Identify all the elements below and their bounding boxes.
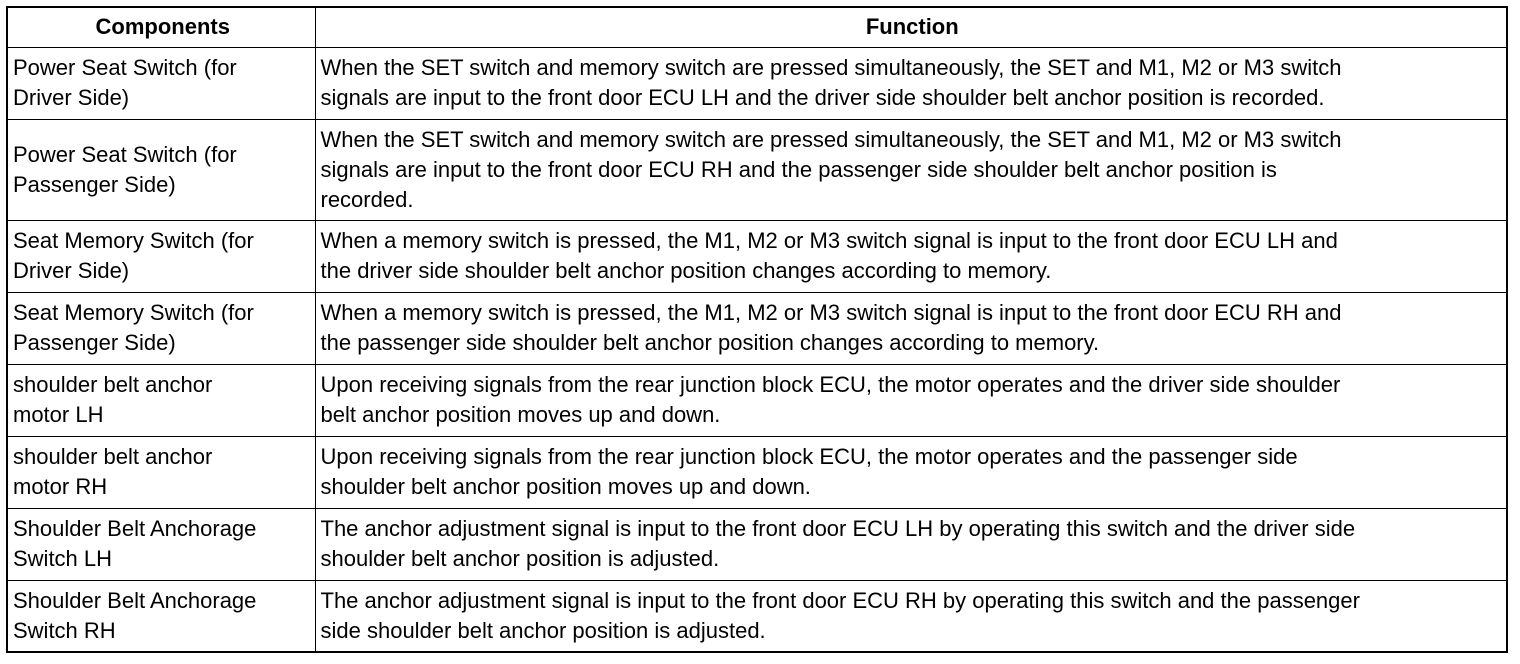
function-cell: When a memory switch is pressed, the M1,… [314, 219, 1508, 293]
header-function: Function [314, 6, 1508, 48]
function-cell: Upon receiving signals from the rear jun… [314, 363, 1508, 437]
function-cell: The anchor adjustment signal is input to… [314, 579, 1508, 653]
function-cell: Upon receiving signals from the rear jun… [314, 435, 1508, 509]
function-cell: When a memory switch is pressed, the M1,… [314, 291, 1508, 365]
header-components: Components [6, 6, 316, 48]
function-cell: When the SET switch and memory switch ar… [314, 118, 1508, 221]
function-cell: The anchor adjustment signal is input to… [314, 507, 1508, 581]
function-cell: When the SET switch and memory switch ar… [314, 46, 1508, 120]
components-function-table: Components Function Power Seat Switch (f… [6, 6, 1508, 653]
header-row: Components Function [6, 6, 1508, 48]
